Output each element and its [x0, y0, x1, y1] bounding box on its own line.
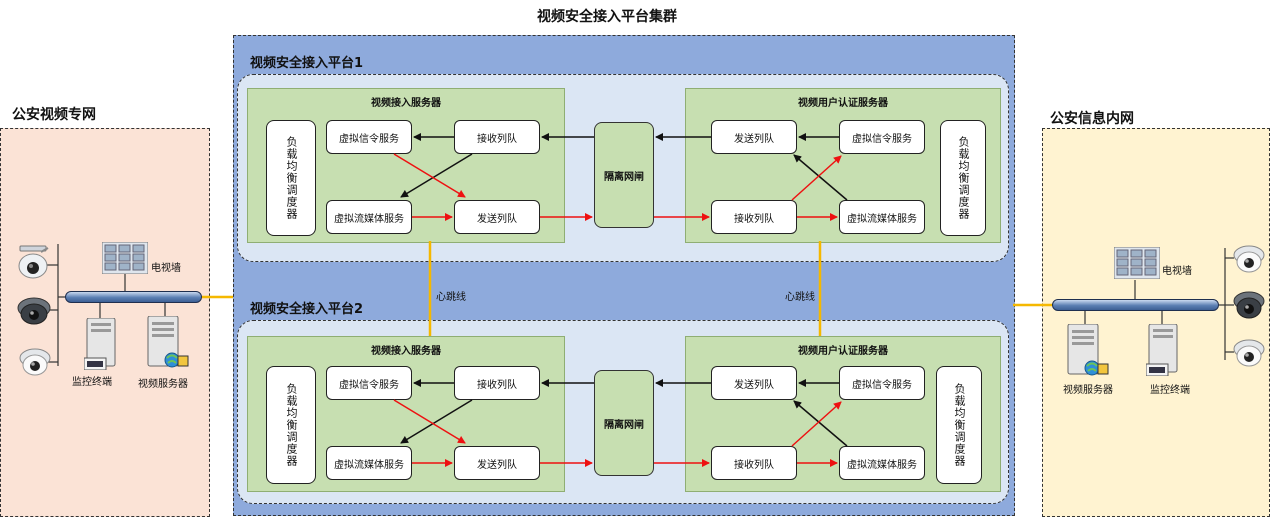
platform2-right-receive-queue: 接收列队	[711, 446, 797, 480]
ptz-camera-icon	[18, 245, 49, 279]
dome-camera-white-icon	[19, 348, 51, 376]
platform1-title: 视频安全接入平台1	[250, 56, 364, 71]
platform1-left-virtual-signal: 虚拟信令服务	[326, 120, 412, 154]
platform1-right-virtual-signal: 虚拟信令服务	[839, 120, 925, 154]
dome-camera-icon	[17, 297, 51, 325]
platform1-right-load-balancer: 负载均衡调度器	[940, 120, 986, 236]
platform2-isolation-gateway: 隔离网闸	[594, 370, 654, 476]
monitor-terminal-icon-right	[1146, 324, 1178, 376]
platform1-right-receive-queue: 接收列队	[711, 200, 797, 234]
platform1-left-receive-queue: 接收列队	[454, 120, 540, 154]
platform1-right-send-queue: 发送列队	[711, 120, 797, 154]
heartbeat-label-left: 心跳线	[436, 292, 466, 303]
platform2-right-virtual-stream: 虚拟流媒体服务	[839, 446, 925, 480]
platform2-left-send-queue: 发送列队	[454, 446, 540, 480]
dome-camera-white-icon-right-top	[1233, 245, 1265, 273]
right-monitor-terminal-label: 监控终端	[1150, 385, 1190, 396]
platform1-left-server-title: 视频接入服务器	[371, 98, 441, 109]
platform1-left-virtual-stream: 虚拟流媒体服务	[326, 200, 412, 234]
platform2-left-load-balancer: 负载均衡调度器	[266, 366, 316, 484]
platform2-left-virtual-stream: 虚拟流媒体服务	[326, 446, 412, 480]
platform2-right-load-balancer: 负载均衡调度器	[936, 366, 982, 484]
heartbeat-label-right: 心跳线	[785, 292, 815, 303]
platform2-title: 视频安全接入平台2	[250, 302, 364, 317]
platform1-isolation-gateway: 隔离网闸	[594, 122, 654, 228]
platform2-right-server-title: 视频用户认证服务器	[798, 346, 888, 357]
platform2-right-virtual-signal: 虚拟信令服务	[839, 366, 925, 400]
left-zone-title: 公安视频专网	[12, 107, 96, 123]
left-network-bus	[65, 291, 202, 303]
cluster-title: 视频安全接入平台集群	[537, 9, 677, 25]
right-tv-wall-label: 电视墙	[1162, 266, 1192, 277]
left-monitor-terminal-label: 监控终端	[72, 377, 112, 388]
left-video-server-label: 视频服务器	[138, 379, 188, 390]
platform2-right-send-queue: 发送列队	[711, 366, 797, 400]
platform2-left-virtual-signal: 虚拟信令服务	[326, 366, 412, 400]
dome-camera-white-icon-right-bottom	[1233, 339, 1265, 367]
tv-wall-icon	[102, 242, 148, 274]
monitor-terminal-icon	[84, 318, 116, 370]
tv-wall-icon-right	[1114, 247, 1160, 279]
platform1-right-server-title: 视频用户认证服务器	[798, 98, 888, 109]
left-tv-wall-label: 电视墙	[151, 263, 181, 274]
platform1-left-send-queue: 发送列队	[454, 200, 540, 234]
video-server-icon	[147, 316, 189, 368]
dome-camera-icon-right	[1233, 291, 1265, 319]
platform1-right-virtual-stream: 虚拟流媒体服务	[839, 200, 925, 234]
video-server-icon-right	[1067, 324, 1109, 376]
right-video-server-label: 视频服务器	[1063, 385, 1113, 396]
platform2-left-server-title: 视频接入服务器	[371, 346, 441, 357]
right-zone-title: 公安信息内网	[1050, 111, 1134, 127]
right-network-bus	[1052, 299, 1219, 311]
platform2-left-receive-queue: 接收列队	[454, 366, 540, 400]
platform1-left-load-balancer: 负载均衡调度器	[266, 120, 316, 236]
